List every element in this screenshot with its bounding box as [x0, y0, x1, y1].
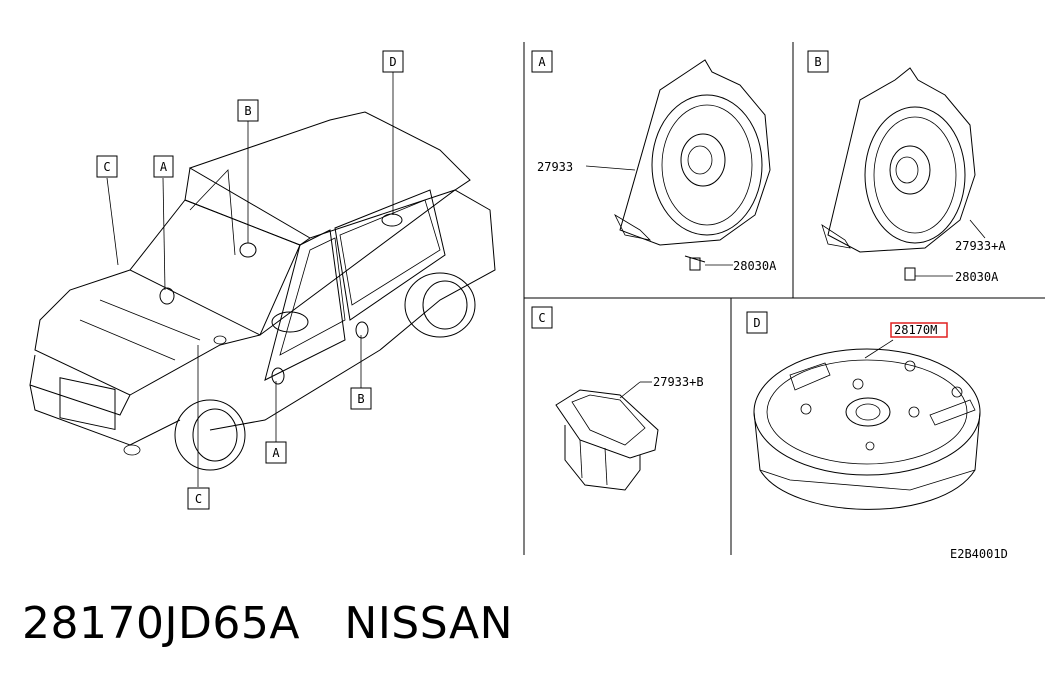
svg-text:A: A — [272, 446, 280, 460]
panel-b-label: B — [814, 55, 821, 69]
svg-text:A: A — [160, 160, 168, 174]
part-number-caption: 28170JD65A NISSAN — [22, 598, 513, 649]
callout-box-c-top: C — [96, 155, 118, 178]
part-label-28170m: 28170M — [894, 323, 937, 337]
svg-text:C: C — [195, 492, 202, 506]
panel-a-label: A — [538, 55, 546, 69]
svg-text:D: D — [389, 55, 396, 69]
part-label-28030a-a: 28030A — [733, 259, 777, 273]
callout-box-d-top: D — [382, 50, 404, 73]
panel-dividers — [523, 42, 1045, 555]
part-label-28030a-b: 28030A — [955, 270, 999, 284]
panel-b: B 27933+A 28030A — [807, 50, 1006, 284]
callout-box-a-top: A — [153, 155, 174, 178]
part-label-27933b: 27933+B — [653, 375, 704, 389]
svg-text:C: C — [103, 160, 110, 174]
panel-c: C 27933+B — [531, 306, 704, 491]
panel-c-label: C — [538, 311, 545, 325]
panel-d-label: D — [753, 316, 760, 330]
callout-box-b-bottom: B — [350, 387, 372, 410]
car-illustration — [29, 72, 496, 487]
callout-box-b-top: B — [237, 99, 259, 122]
svg-text:B: B — [244, 104, 251, 118]
highlight-box-28170m — [890, 322, 948, 338]
callout-box-a-bottom: A — [265, 441, 287, 464]
part-label-27933a: 27933+A — [955, 239, 1006, 253]
panel-a: A 27933 28030A — [531, 50, 777, 273]
panel-d: D 28170M — [746, 311, 981, 510]
part-label-27933: 27933 — [537, 160, 573, 174]
callout-box-c-bottom: C — [187, 487, 210, 510]
svg-text:B: B — [357, 392, 364, 406]
diagram-code: E2B4001D — [950, 547, 1008, 561]
